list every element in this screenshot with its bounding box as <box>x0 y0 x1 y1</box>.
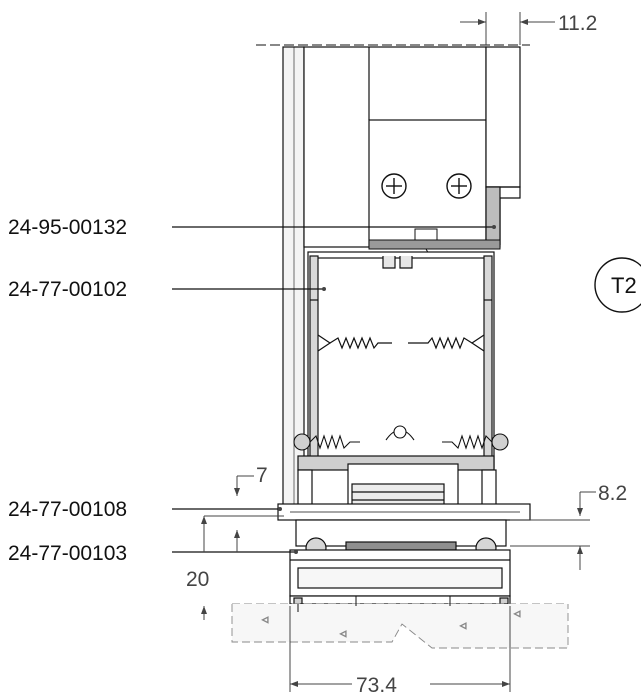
svg-text:◁: ◁ <box>514 609 521 618</box>
part-label-24-77-00102: 24-77-00102 <box>8 278 127 301</box>
svg-text:◁: ◁ <box>340 629 347 638</box>
part-label-24-95-00132: 24-95-00132 <box>8 216 127 239</box>
dimension-left-small: 7 <box>256 464 268 487</box>
dimension-bottom-width: 73.4 <box>356 674 397 696</box>
mid-screws <box>317 334 485 352</box>
screw-heads <box>381 173 472 199</box>
dimension-arrows <box>201 19 583 687</box>
lower-housing <box>277 455 531 521</box>
detail-tag-label: T2 <box>611 273 637 298</box>
concrete-floor: ◁ ◁ ◁ ◁ <box>231 603 569 649</box>
part-label-24-77-00103: 24-77-00103 <box>8 542 127 565</box>
svg-text:◁: ◁ <box>460 621 467 630</box>
lower-screws <box>293 425 509 451</box>
leader-lines <box>172 226 494 553</box>
dimension-left-height: 20 <box>186 568 209 591</box>
svg-text:◁: ◁ <box>262 615 269 624</box>
dimension-top-right: 11.2 <box>558 12 597 35</box>
dimension-right: 8.2 <box>598 482 627 505</box>
threshold <box>289 519 511 605</box>
detail-tag-circle <box>594 257 641 313</box>
part-label-24-77-00108: 24-77-00108 <box>8 498 127 521</box>
